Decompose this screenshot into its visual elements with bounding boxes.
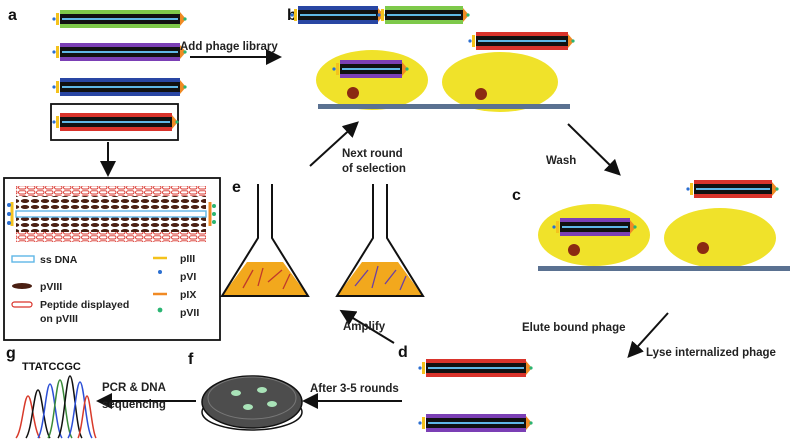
phage-purple-bound [332,60,409,78]
dna-sequence: TTATCCGC [22,361,81,373]
erlenmeyer-flask-icon [220,184,310,297]
legend-ssdna: ss DNA [40,254,78,266]
panel-label-f: f [188,351,194,368]
label-after-rounds: After 3-5 rounds [310,383,399,395]
petri-dish-icon [201,375,303,431]
arrow-next-round [309,121,359,167]
phage-green [52,10,187,28]
pvii-swatch [157,307,163,313]
panel-label-a: a [8,7,17,24]
erlenmeyer-flask-icon [335,184,425,297]
cell-left [316,50,428,110]
legend: ss DNA pVIII Peptide displayed on pVIII … [11,253,199,325]
panel-b [290,6,575,112]
cell-right [664,208,776,268]
phage-purple [52,43,187,61]
surface [538,266,790,271]
sequencing-chromatogram-icon [15,375,97,439]
phage-green-free [377,6,470,24]
phage-red [52,113,179,131]
label-pcr-1: PCR & DNA [102,382,166,394]
label-lyse: Lyse internalized phage [646,347,776,359]
target-dot [347,87,359,99]
plaque [231,390,241,396]
phage-purple-eluted [418,414,533,432]
label-next-round-1: Next round [342,148,403,160]
arrow-elute [627,312,669,358]
phage-red-free [468,32,575,50]
legend-pviii: pVIII [40,281,62,293]
target-dot [568,244,580,256]
peptide-swatch [11,301,33,308]
legend-peptide-2: on pVIII [40,313,78,325]
phage-structure-detail [7,186,216,242]
legend-pvi: pVI [180,271,196,283]
label-next-round-2: of selection [342,163,406,175]
phage-blue [52,78,187,96]
ssdna-swatch [11,255,35,263]
pviii-swatch [12,283,32,289]
label-wash: Wash [546,155,576,167]
panel-label-g: g [6,345,16,362]
phage-red-eluted [418,359,533,377]
label-elute: Elute bound phage [522,322,626,334]
phage-red-free [686,180,779,198]
phage-blue-free [290,6,385,24]
label-pcr-2: sequencing [102,399,166,411]
surface [318,104,570,109]
panel-label-d: d [398,344,408,361]
panel-label-e: e [232,179,241,196]
cell-right [442,52,558,112]
phage-purple-bound [552,218,637,236]
plaque [267,401,277,407]
plaque [243,404,253,410]
legend-peptide-1: Peptide displayed [40,299,129,311]
legend-pix: pIX [180,289,196,301]
pix-cap [208,202,216,226]
panel-label-c: c [512,187,521,204]
target-dot [697,242,709,254]
piii-cap [7,202,14,226]
pvi-swatch [158,270,162,274]
phage-library [50,10,187,141]
legend-pvii: pVII [180,307,199,319]
target-dot [475,88,487,100]
arrow-amplify [339,309,395,344]
panel-d [418,359,533,432]
panel-c [538,180,790,271]
arrow-wash [567,123,621,176]
label-amplify: Amplify [343,321,386,333]
legend-piii: pIII [180,253,195,265]
plaque [257,387,267,393]
label-add-library: Add phage library [180,41,278,53]
